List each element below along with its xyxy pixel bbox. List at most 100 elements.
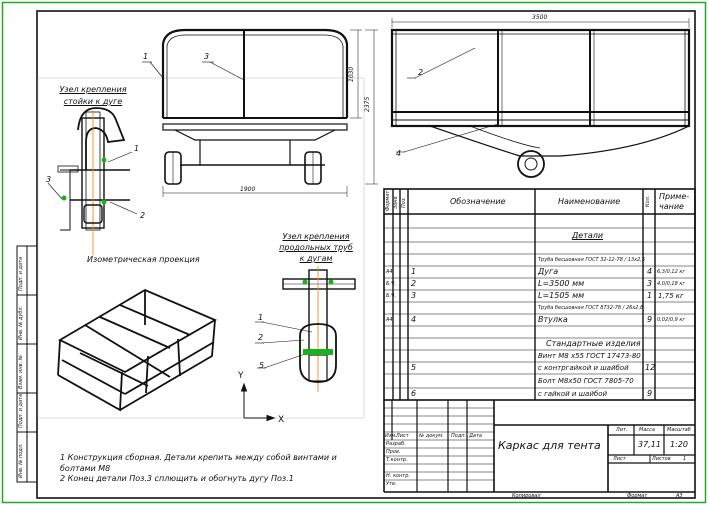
spec-row-3-pos: 3 bbox=[411, 291, 417, 300]
spec-row-2-note: 4,0/0,18 кг bbox=[657, 281, 686, 287]
stamp-copied: Копировал bbox=[512, 493, 541, 499]
spec-row-2-qty: 3 bbox=[647, 279, 653, 288]
spec-header-qty: Кол. bbox=[645, 195, 651, 207]
stamp-role-0: Разраб. bbox=[386, 441, 406, 447]
detail-1 bbox=[47, 107, 138, 255]
callout-d2-2: 2 bbox=[258, 333, 264, 342]
spec-row-0-name: Труба бесшовная ГОСТ 32-12-78 / 13х2,5 bbox=[538, 257, 646, 263]
stamp-row-doc: № докум. bbox=[419, 433, 444, 439]
std-row-3-qty: 9 bbox=[647, 389, 653, 398]
stamp-sheets: Листов bbox=[652, 456, 671, 462]
spec-row-1-name: Дуга bbox=[538, 267, 559, 276]
stamp-mass: 37,11 bbox=[638, 440, 661, 449]
callout-side-4: 4 bbox=[396, 149, 402, 158]
detail-2 bbox=[255, 266, 356, 392]
callout-d2-5: 5 bbox=[259, 361, 265, 370]
stamp-row-list: Лист bbox=[396, 433, 409, 439]
side-label-3: Взам. инв. № bbox=[18, 355, 24, 389]
stamp-col-scale: Масштаб bbox=[667, 427, 691, 433]
stamp-format-value: А3 bbox=[676, 493, 683, 499]
stamp-sheets-count: 1 bbox=[683, 456, 687, 462]
dim-width: 1900 bbox=[240, 186, 256, 193]
spec-row-3-fmt: Б.Ч. bbox=[386, 293, 397, 299]
detail-2-title: Узел крепления продольных труб к дугам bbox=[279, 232, 353, 263]
spec-row-3-note: 1,75 кг bbox=[658, 292, 684, 300]
stamp-col-lit: Лит. bbox=[616, 427, 628, 433]
callout-front-3: 3 bbox=[204, 52, 210, 61]
iso-title: Изометрическая проекция bbox=[87, 255, 200, 264]
spec-section-standard: Стандартные изделия bbox=[546, 339, 641, 348]
spec-row-5-fmt: А4 bbox=[386, 317, 393, 323]
std-row-2-name: Болт М8х50 ГОСТ 7805-70 bbox=[538, 377, 634, 385]
spec-row-1-qty: 4 bbox=[647, 267, 653, 276]
callout-side-2: 2 bbox=[418, 68, 424, 77]
detail-1-welds bbox=[61, 157, 107, 205]
dim-length: 3500 bbox=[532, 14, 548, 21]
detail-2-welds bbox=[302, 279, 334, 355]
axis-y-label: Y bbox=[238, 371, 244, 381]
spec-section-details: Детали bbox=[572, 231, 604, 240]
spec-row-5-name: Втулка bbox=[538, 315, 568, 324]
stamp-sheet: Лист bbox=[613, 456, 626, 462]
std-row-0-name: Винт М8 х55 ГОСТ 17473-80 bbox=[538, 352, 641, 360]
spec-row-5-pos: 4 bbox=[411, 315, 417, 324]
front-view bbox=[142, 28, 378, 197]
construction-rect bbox=[37, 77, 365, 419]
spec-header-zone: Зона bbox=[393, 196, 399, 209]
side-label-5: Подп. и дата bbox=[18, 256, 24, 291]
stamp-scale: 1:20 bbox=[670, 440, 688, 449]
spec-row-4-name: Труба бесшовная ГОСТ 8732-78 / 26х2,8 bbox=[538, 305, 644, 311]
stamp-col-mass: Масса bbox=[639, 427, 655, 433]
std-row-1-qty: 12 bbox=[645, 363, 656, 372]
spec-row-1-fmt: А4 bbox=[386, 269, 393, 275]
spec-row-1-pos: 1 bbox=[411, 267, 417, 276]
callout-front-1: 1 bbox=[143, 52, 149, 61]
spec-header-note: Приме-чание bbox=[659, 192, 690, 211]
coordinate-axes bbox=[240, 382, 276, 422]
spec-row-3-qty: 1 bbox=[647, 291, 653, 300]
std-row-1-pos: 5 bbox=[411, 363, 417, 372]
side-label-1: Инв. № подл. bbox=[18, 443, 24, 479]
spec-table-grid bbox=[383, 188, 696, 401]
spec-header-name: Наименование bbox=[558, 197, 621, 206]
side-label-4: Инв. № дубл. bbox=[18, 305, 24, 340]
stamp-role-4: Утв. bbox=[386, 481, 397, 487]
spec-header-pos: Поз. bbox=[401, 196, 407, 208]
std-row-3-pos: 6 bbox=[411, 389, 417, 398]
note-1: 1 Конструкция сборная. Детали крепить ме… bbox=[60, 453, 337, 473]
detail-1-title: Узел крепления стойки к дуге bbox=[59, 85, 127, 106]
spec-row-2-pos: 2 bbox=[411, 279, 417, 288]
spec-header-designation: Обозначение bbox=[450, 197, 506, 206]
callout-d1-3: 3 bbox=[46, 175, 52, 184]
title-block-grid bbox=[383, 400, 695, 493]
note-2: 2 Конец детали Поз.3 сплющить и обогнуть… bbox=[60, 474, 294, 483]
stamp-role-2: Т.контр. bbox=[386, 457, 408, 463]
stamp-role-1: Пров. bbox=[386, 449, 401, 455]
axis-x-label: X bbox=[278, 415, 285, 425]
side-strip bbox=[16, 245, 38, 483]
spec-row-3-name: L=1505 мм bbox=[538, 291, 585, 300]
spec-row-1-note: 6,3/0,12 кг bbox=[657, 269, 686, 275]
stamp-format: Формат bbox=[627, 493, 648, 499]
spec-header-format: Формат bbox=[385, 190, 391, 211]
spec-row-5-qty: 9 bbox=[647, 315, 653, 324]
callout-d1-2: 2 bbox=[140, 211, 146, 220]
callout-d2-1: 1 bbox=[258, 313, 264, 322]
side-view bbox=[390, 18, 691, 178]
callout-d1-1: 1 bbox=[134, 144, 140, 153]
spec-row-2-name: L=3500 мм bbox=[538, 279, 585, 288]
dim-frame: 1030 bbox=[348, 66, 355, 82]
stamp-row-sign: Подп. bbox=[451, 433, 467, 439]
std-row-3-name: с гайкой и шайбой bbox=[538, 390, 608, 398]
stamp-row-date: Дата bbox=[469, 433, 482, 439]
stamp-row-izm: Изм. bbox=[385, 433, 397, 439]
stamp-role-3: Н. контр. bbox=[386, 473, 410, 479]
std-row-1-name: с контргайкой и шайбой bbox=[538, 364, 629, 372]
isometric-frame bbox=[57, 288, 218, 412]
spec-row-2-fmt: Б.Ч. bbox=[386, 281, 397, 287]
drawing-title: Каркас для тента bbox=[498, 439, 601, 452]
side-label-2: Подп. и дата bbox=[18, 393, 24, 428]
spec-row-5-note: 0,02/0,9 кг bbox=[657, 317, 686, 323]
